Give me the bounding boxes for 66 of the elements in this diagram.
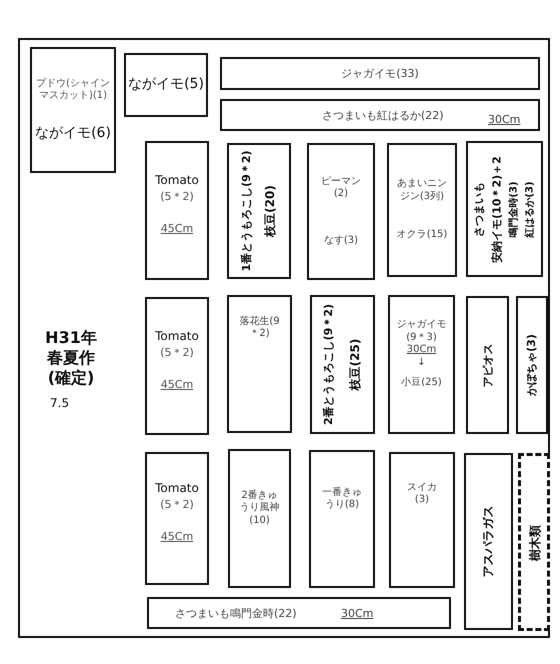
crop-label: スイカ(3) [406,482,438,506]
plot-box [30,47,116,173]
plot-box [464,453,513,630]
crop-label: 一番きゅうり(8) [321,486,363,512]
plan-date: 7.5 [50,396,70,411]
plot-box [466,141,543,277]
crop-label: ながイモ(6) [35,124,111,142]
crop-label: ブドウ(シャインマスカット)(1) [35,78,111,103]
plot-box [228,449,291,588]
plot-box [389,452,455,588]
crop-label: 鳴門金時(3) [508,180,520,238]
crop-label: 30Cm [341,607,374,621]
plot-box [309,450,375,588]
crop-label: 2番とうもろこし(9＊2) [322,304,336,426]
crop-label: 45Cm [160,530,194,544]
crop-label: (5＊2) [160,190,194,204]
field-boundary [18,38,550,638]
crop-label: ジャガイモ(33) [341,66,419,80]
crop-label: ↓ [417,356,426,370]
plot-box [145,141,209,280]
plot-box [307,143,375,280]
crop-label: 30Cm [488,113,520,127]
crop-label: なす(3) [324,234,358,248]
crop-label: ジャガイモ(9＊3) [396,319,448,344]
crop-label: さつまいも鳴門金時(22) [175,607,297,621]
crop-label: あまいニンジン(3列) [397,178,447,204]
crop-label: 1番とうもろこし(9＊2) [240,150,254,272]
crop-label: Tomato [155,173,199,188]
plot-box [147,597,451,629]
crop-label: かぼちゃ(3) [525,334,539,396]
crop-label: 紅はるか(3) [524,180,536,238]
crop-label: 枝豆(25) [348,338,363,390]
crop-label: Tomato [155,328,199,344]
crop-label: 枝豆(20) [263,185,278,237]
crop-label: 2番きゅうり風神(10) [238,490,280,528]
plot-box [387,143,457,277]
crop-label: ピーマン(2) [320,176,362,201]
crop-label: (5＊2) [160,498,194,512]
crop-label: Tomato [155,481,199,496]
crop-label: ながイモ(5) [128,76,204,94]
crop-label: オクラ(15) [396,229,448,242]
crop-label: 安納イモ(10＊2)＋2 [490,156,504,262]
plot-box [466,296,509,434]
plot-box [388,295,455,434]
crop-label: 落花生(9＊2) [238,316,281,340]
crop-label: さつまいも紅はるか(22) [322,109,444,123]
crop-label: 小豆(25) [401,377,442,390]
plot-box [227,295,292,433]
crop-label: 30Cm [406,344,436,357]
crop-label: (5＊2) [160,346,194,360]
plot-box [220,57,540,90]
plot-box [516,296,548,434]
crop-label: アピオス [480,343,494,387]
crop-label: 45Cm [160,378,194,392]
plot-box [310,295,375,434]
dashed-plot-box [518,453,550,631]
plan-title: H31年春夏作(確定) [44,328,98,388]
crop-label: 樹木類 [528,525,542,561]
crop-label: さつまいも [472,182,486,236]
plot-box [124,53,208,117]
plot-box [227,143,291,279]
plot-box [145,297,209,435]
crop-label: 45Cm [160,222,194,236]
crop-label: アスパラガス [481,506,496,578]
plot-box [220,99,540,131]
plot-box [145,452,209,585]
